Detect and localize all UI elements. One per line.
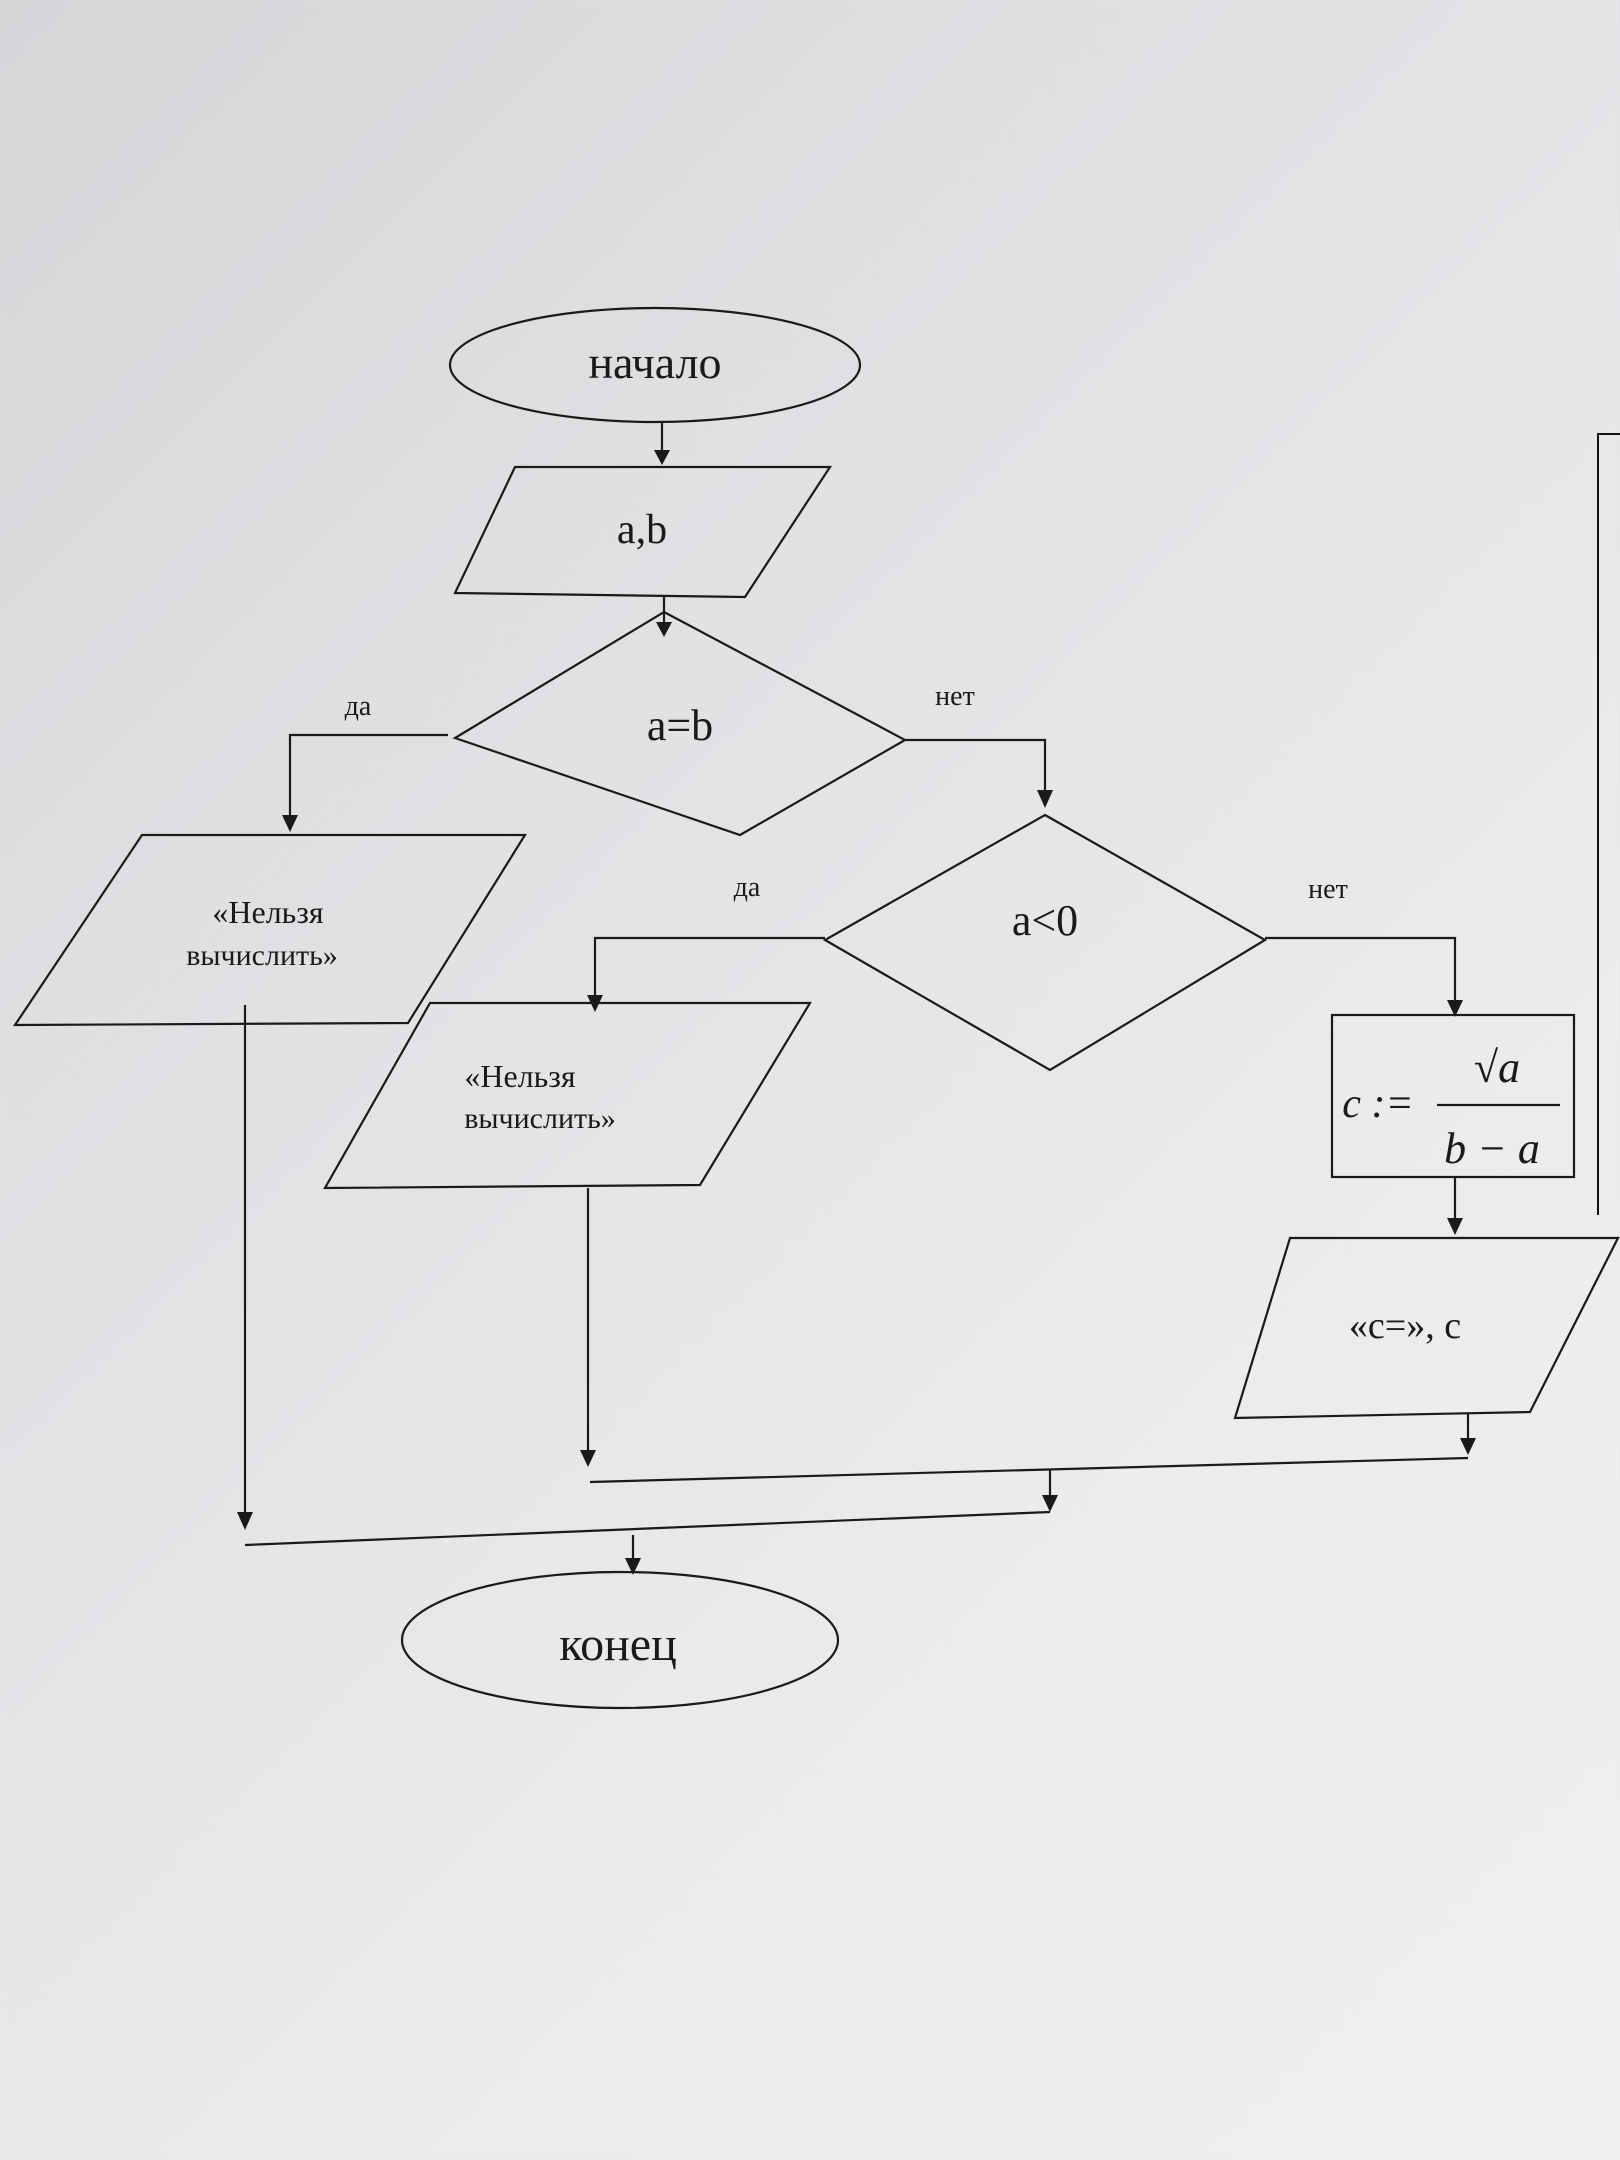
- arrow-icon: [1042, 1495, 1058, 1512]
- process-compute-c: c := √a b − a: [1330, 1013, 1576, 1179]
- start-terminator: начало: [448, 306, 862, 424]
- output3-label: «c=», c: [1349, 1305, 1461, 1347]
- decision-a-equals-b: a=b: [452, 610, 908, 837]
- input-block: a,b: [453, 465, 833, 599]
- arrow-icon: [282, 815, 298, 832]
- decision2-no-label: нет: [1308, 874, 1348, 905]
- arrow-icon: [1447, 1000, 1463, 1017]
- decision2-yes-label: да: [734, 872, 761, 903]
- output-cannot-compute-2: «Нельзя вычислить»: [323, 1001, 812, 1190]
- arrow-icon: [1460, 1438, 1476, 1455]
- start-label: начало: [588, 337, 721, 388]
- arrow-icon: [1037, 790, 1053, 808]
- end-terminator: конец: [400, 1570, 840, 1710]
- arrow-icon: [625, 1558, 641, 1575]
- decision1-no-label: нет: [935, 681, 975, 712]
- connector-decision1-no: [905, 738, 1047, 790]
- output2-line2: вычислить»: [464, 1102, 616, 1135]
- process-lhs: c :=: [1342, 1081, 1413, 1127]
- process-denominator: b − a: [1444, 1124, 1540, 1173]
- decision1-label: a=b: [647, 701, 713, 750]
- adjacent-box-edge: [1597, 433, 1620, 1215]
- output1-line2: вычислить»: [186, 939, 338, 972]
- output-cannot-compute-1: «Нельзя вычислить»: [12, 833, 527, 1027]
- output1-line1: «Нельзя: [212, 894, 324, 930]
- decision-a-less-than-zero: a<0: [822, 813, 1268, 1072]
- connector-decision2-no: [1265, 936, 1457, 1000]
- merge-line-left: [244, 1510, 1051, 1547]
- arrow-icon: [1447, 1218, 1463, 1235]
- merge-line-right: [589, 1456, 1469, 1484]
- output-c-value: «c=», c: [1233, 1236, 1620, 1420]
- end-label: конец: [559, 1618, 677, 1671]
- arrow-icon: [580, 1450, 596, 1467]
- output2-line1: «Нельзя: [464, 1058, 576, 1094]
- process-numerator: √a: [1474, 1043, 1520, 1092]
- decision1-yes-label: да: [345, 691, 372, 722]
- arrow-icon: [654, 450, 670, 465]
- arrow-icon: [237, 1512, 253, 1530]
- connector-decision1-yes: [288, 733, 448, 815]
- arrow-icon: [656, 622, 672, 637]
- decision2-label: a<0: [1012, 896, 1078, 945]
- connector-decision2-yes: [593, 936, 825, 995]
- input-label: a,b: [617, 507, 667, 553]
